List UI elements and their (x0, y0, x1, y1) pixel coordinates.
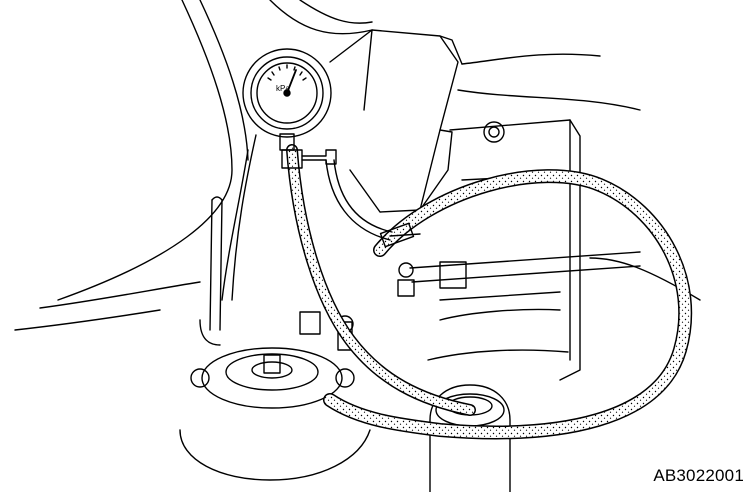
left-pipe (209, 196, 223, 331)
fuel-hose-loop (323, 169, 693, 440)
figure-reference-code: AB3022001 (653, 466, 744, 485)
pressure-gauge (242, 48, 337, 169)
air-box-cover (329, 29, 641, 213)
fender-outline (14, 0, 373, 331)
strut-mount (179, 319, 371, 481)
gauge-hose (286, 144, 476, 416)
branch-hose (325, 159, 421, 248)
gauge-face-text: kPa (276, 84, 290, 93)
valve-cover (427, 119, 581, 381)
